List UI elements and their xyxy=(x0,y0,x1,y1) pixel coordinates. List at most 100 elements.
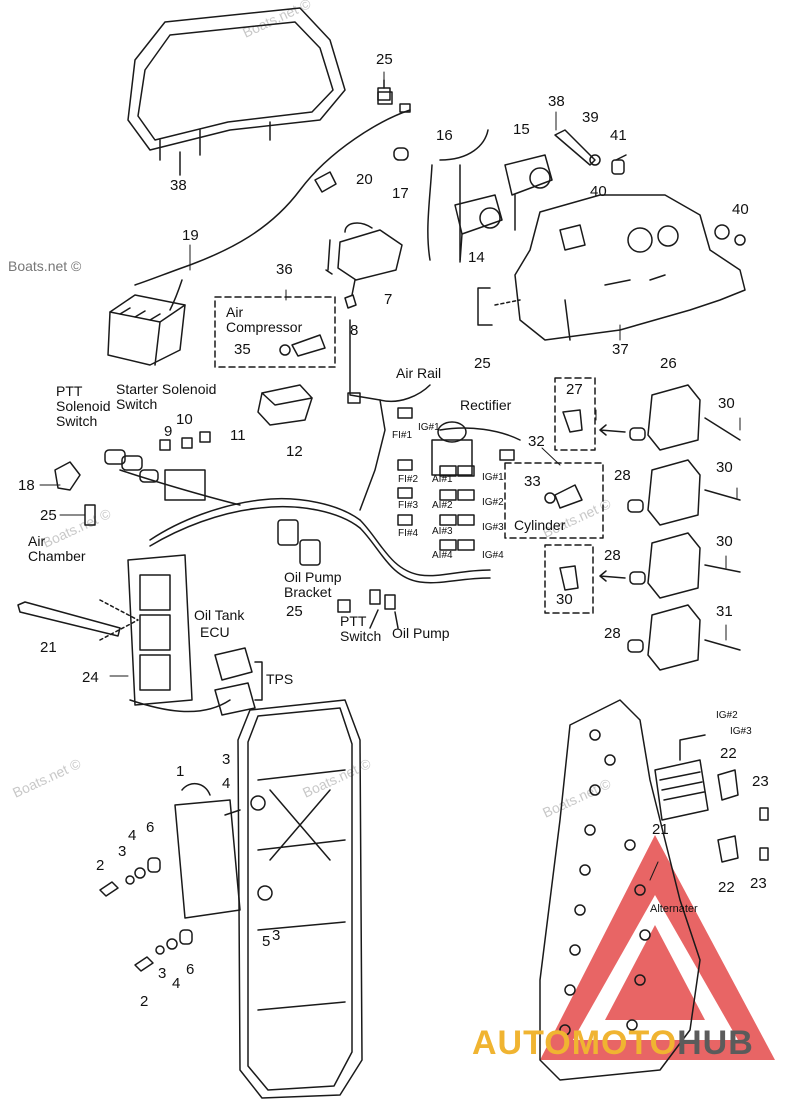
callout-13: 14 xyxy=(468,249,485,266)
callout-37: 38 xyxy=(548,93,565,110)
bolt-23b xyxy=(759,847,769,861)
arrow-27 xyxy=(599,424,626,436)
washer-38 xyxy=(589,154,601,166)
fitting-32 xyxy=(554,484,583,509)
box-31 xyxy=(504,462,604,539)
label-starter-solenoid-switch: Starter Solenoid Switch xyxy=(116,381,217,412)
label-ptt-solenoid-switch: PTT Solenoid Switch xyxy=(56,383,111,429)
callout-5a: 4 xyxy=(222,775,231,792)
oil-tank xyxy=(237,699,363,1099)
label-fi1: FI#1 xyxy=(392,430,413,441)
label-ig2: IG#2 xyxy=(482,497,504,508)
callout-21: 21 xyxy=(652,821,669,838)
callout-39: 40 xyxy=(590,183,607,200)
label-fi3: FI#3 xyxy=(398,500,419,511)
callout-30c: 30 xyxy=(716,533,733,550)
label-oil-pump-bracket: Oil Pump Bracket xyxy=(284,569,342,600)
callout-17: 18 xyxy=(18,477,35,494)
callout-2a: 2 xyxy=(96,857,105,874)
wire-15 xyxy=(427,129,489,261)
callout-14: 15 xyxy=(513,121,530,138)
bolt-8 xyxy=(344,294,357,309)
grommet-40 xyxy=(714,224,730,240)
callout-22b: 22 xyxy=(718,879,735,896)
brand-logo-hub: HUB xyxy=(677,1024,754,1062)
regulator-21 xyxy=(654,734,709,821)
callout-38b: 40 xyxy=(732,201,749,218)
callout-28c: 28 xyxy=(604,625,621,642)
label-oil-tank: Oil Tank xyxy=(194,607,245,623)
relay-7 xyxy=(325,222,403,296)
brand-logo-moto: MOTO xyxy=(571,1024,678,1062)
ignition-coil-28a xyxy=(627,459,741,526)
logo-triangle xyxy=(540,835,775,1060)
callout-16: 17 xyxy=(392,185,409,202)
bolt-23 xyxy=(759,807,769,821)
callout-1: 1 xyxy=(176,763,185,780)
callout-30d: 31 xyxy=(716,603,733,620)
clamp-22 xyxy=(717,769,739,801)
fitting-34 xyxy=(291,334,326,357)
bolt-25c xyxy=(337,599,351,613)
brand-logo: AUTOMOTOHUB xyxy=(472,1024,754,1063)
callout-19: 20 xyxy=(356,171,373,188)
callout-11: 11 xyxy=(230,427,246,444)
o-ring-32 xyxy=(544,492,556,504)
label-oil-pump: Oil Pump xyxy=(392,625,450,641)
bracket-35 xyxy=(477,194,746,341)
fitting-27 xyxy=(562,409,583,433)
bolt-19 xyxy=(314,171,337,193)
callout-4a: 4 xyxy=(128,827,137,844)
callout-10: 10 xyxy=(176,411,193,428)
callout-33: 36 xyxy=(276,261,293,278)
watermark: Boats.net © xyxy=(8,258,82,274)
callout-22a: 22 xyxy=(720,745,737,762)
callout-7: 7 xyxy=(384,291,393,308)
label-ig3-top: IG#3 xyxy=(730,726,752,737)
label-rectifier: Rectifier xyxy=(460,397,512,413)
meter-cover-36 xyxy=(127,7,346,176)
callout-35: 37 xyxy=(612,341,629,358)
callout-28b: 28 xyxy=(604,547,621,564)
callout-6b: 6 xyxy=(186,961,195,978)
callout-28a: 28 xyxy=(614,467,631,484)
ignition-coil-28c xyxy=(627,604,741,671)
bolt-25b xyxy=(377,91,393,105)
bolt-2b xyxy=(134,956,154,972)
label-ig4: IG#4 xyxy=(482,550,504,561)
callout-23b: 23 xyxy=(750,875,767,892)
callout-38: 39 xyxy=(582,109,599,126)
ignition-coil-28b xyxy=(629,532,741,599)
callout-3c: 3 xyxy=(272,927,281,944)
fitting-29 xyxy=(559,565,579,591)
solenoid-14 xyxy=(504,154,553,231)
bolt-2 xyxy=(99,881,119,897)
callout-3b: 3 xyxy=(118,843,127,860)
callout-30a: 30 xyxy=(718,395,735,412)
collar-39 xyxy=(611,159,625,175)
battery xyxy=(107,294,186,366)
callout-8: 8 xyxy=(350,322,359,339)
label-air-compressor: Air Compressor xyxy=(226,304,303,335)
wire-harness-18 xyxy=(134,79,411,311)
callout-4b: 4 xyxy=(172,975,181,992)
callout-23a: 23 xyxy=(752,773,769,790)
callout-25b: 25 xyxy=(474,355,491,372)
label-ai2: AI#2 xyxy=(432,500,453,511)
callout-25d: 25 xyxy=(286,603,303,620)
callout-18: 19 xyxy=(182,227,199,244)
callout-41: 41 xyxy=(610,127,627,144)
label-air-rail: Air Rail xyxy=(396,365,442,381)
main-harness xyxy=(119,319,521,713)
callout-31: 32 xyxy=(528,433,545,450)
solenoid-13 xyxy=(454,194,503,263)
switch-cluster xyxy=(104,431,211,501)
label-alternator: Alternater xyxy=(650,903,698,915)
callout-24: 24 xyxy=(82,669,99,686)
label-ig1b: IG#1 xyxy=(482,472,504,483)
relay-12 xyxy=(257,384,313,426)
callout-3d: 3 xyxy=(158,965,167,982)
callout-27: 27 xyxy=(566,381,583,398)
callout-9: 9 xyxy=(164,423,173,440)
callout-30b: 30 xyxy=(716,459,733,476)
